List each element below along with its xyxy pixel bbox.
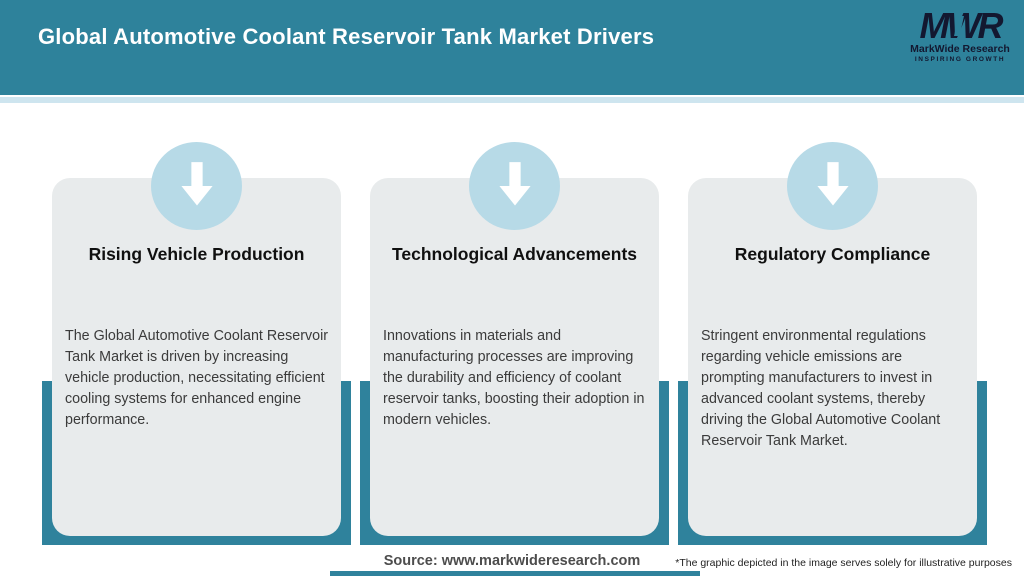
down-arrow-icon [151, 142, 242, 230]
header-underline [0, 97, 1024, 103]
page-title: Global Automotive Coolant Reservoir Tank… [38, 24, 655, 49]
card-description: Stringent environmental regulations rega… [701, 328, 941, 449]
header-bar: Global Automotive Coolant Reservoir Tank… [0, 0, 1024, 95]
logo-tagline: INSPIRING GROWTH [914, 56, 1006, 63]
down-arrow-icon [787, 142, 878, 230]
source-text: Source: www.markwideresearch.com [383, 553, 641, 569]
driver-card: Technological Advancements Innovations i… [370, 142, 659, 536]
driver-card: Regulatory Compliance Stringent environm… [688, 142, 977, 536]
logo-accent-shape [954, 16, 964, 36]
down-arrow-icon [469, 142, 560, 230]
driver-card: Rising Vehicle Production The Global Aut… [52, 142, 341, 536]
card-description: Innovations in materials and manufacturi… [383, 328, 645, 428]
disclaimer-text: *The graphic depicted in the image serve… [675, 557, 1012, 569]
markwide-logo: MWR MarkWide Research INSPIRING GROWTH [904, 8, 1016, 64]
card-title: Rising Vehicle Production [88, 244, 305, 264]
card-title: Regulatory Compliance [734, 244, 931, 264]
card-title: Technological Advancements [391, 244, 638, 264]
footer-accent-bar [330, 571, 700, 576]
card-description: The Global Automotive Coolant Reservoir … [65, 328, 329, 428]
logo-company-name: MarkWide Research [910, 43, 1010, 55]
